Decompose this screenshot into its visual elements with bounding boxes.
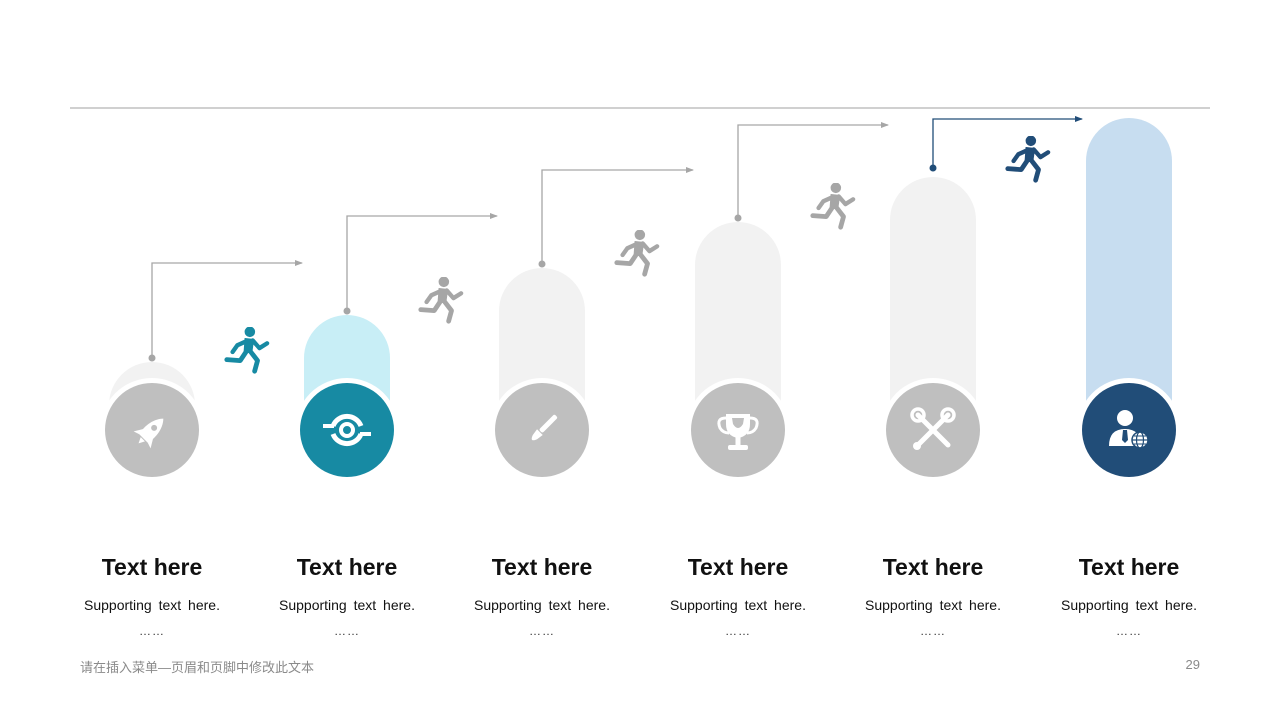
step-bar [695,222,781,430]
step-title: Text here [687,554,789,580]
step-arrow [929,116,1083,172]
step-ellipsis: …… [920,624,946,638]
businessman-globe-icon [1109,410,1149,449]
trophy-icon [717,414,759,450]
runner-icon [421,277,461,321]
step-title: Text here [1078,554,1180,580]
step-arrow [734,122,889,222]
step-title: Text here [882,554,984,580]
runner-icon [617,230,657,274]
page-number: 29 [1185,657,1200,672]
step-circle [300,383,394,477]
step-ellipsis: …… [1116,624,1142,638]
step-subtitle: Supporting text here. [84,597,220,613]
step-arrow [148,260,303,362]
footer-text: 请在插入菜单—页眉和页脚中修改此文本 [80,660,315,675]
step-ellipsis: …… [725,624,751,638]
step-ellipsis: …… [139,624,165,638]
runner-icon [1008,136,1048,180]
step-title: Text here [491,554,593,580]
runner-icon [227,327,267,371]
step-subtitle: Supporting text here. [670,597,806,613]
step-title: Text here [101,554,203,580]
step-bar [1086,118,1172,430]
step-bar [890,177,976,430]
sync-icon [323,413,371,447]
step-title: Text here [296,554,398,580]
step-ellipsis: …… [529,624,555,638]
step-ellipsis: …… [334,624,360,638]
step-subtitle: Supporting text here. [474,597,610,613]
step-arrow [343,213,498,315]
paintbrush-icon [531,414,558,441]
step-subtitle: Supporting text here. [865,597,1001,613]
step-subtitle: Supporting text here. [1061,597,1197,613]
step-arrow [538,167,694,268]
runner-icon [813,183,853,227]
step-subtitle: Supporting text here. [279,597,415,613]
tools-icon [910,407,956,450]
